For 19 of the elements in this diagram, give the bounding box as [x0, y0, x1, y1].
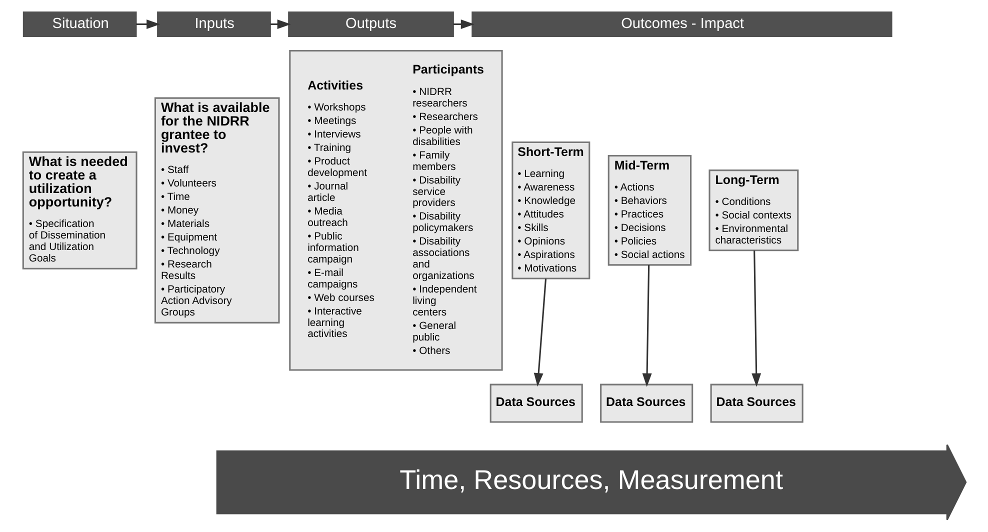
node-text: Participants • NIDRR researchers • Researchers • People with disabilities • Family members • Disability service providers • Disability policymakers • Disability associations and organizations • Independent living centers • General public • Others	[412, 62, 484, 357]
cluster	[288, 50, 502, 371]
node-box: Data Sources	[489, 384, 582, 423]
arrow	[751, 250, 761, 387]
node-box: Data Sources	[600, 384, 693, 423]
arrow	[642, 265, 652, 387]
node-box: Situation	[22, 11, 136, 37]
node-box: Outcomes - Impact	[471, 11, 892, 37]
node-box: Outputs	[288, 11, 454, 37]
node-box: Data Sources	[710, 384, 803, 423]
node-box: Inputs	[156, 11, 270, 37]
arrow	[136, 19, 160, 29]
node-box: What is needed to create a utilization opportunity? • Specification of Dissemination and Utilization Goals	[22, 151, 137, 270]
node-box: Mid-Term • Actions • Behaviors • Practices • Decisions • Policies • Social actions	[607, 155, 692, 266]
arrow	[533, 278, 546, 387]
node-box: Long-Term • Conditions • Social contexts • Environmental characteristics	[708, 170, 798, 252]
node-box: What is available for the NIDRR grantee to invest? • Staff • Volunteers • Time • Money • Materials • Equipment • Technology • Research Results • Participatory Action Advisory Groups	[154, 97, 280, 324]
node-box: Short-Term • Learning • Awareness • Knowledge • Attitudes • Skills • Opinions • Aspirations • Motivations	[511, 141, 590, 280]
node-text: Activities • Workshops • Meetings • Interviews • Training • Product development • Journal article • Media outreach • Public information campaign • E-mail campaigns • Web courses • Interactive learning activities	[307, 78, 374, 340]
